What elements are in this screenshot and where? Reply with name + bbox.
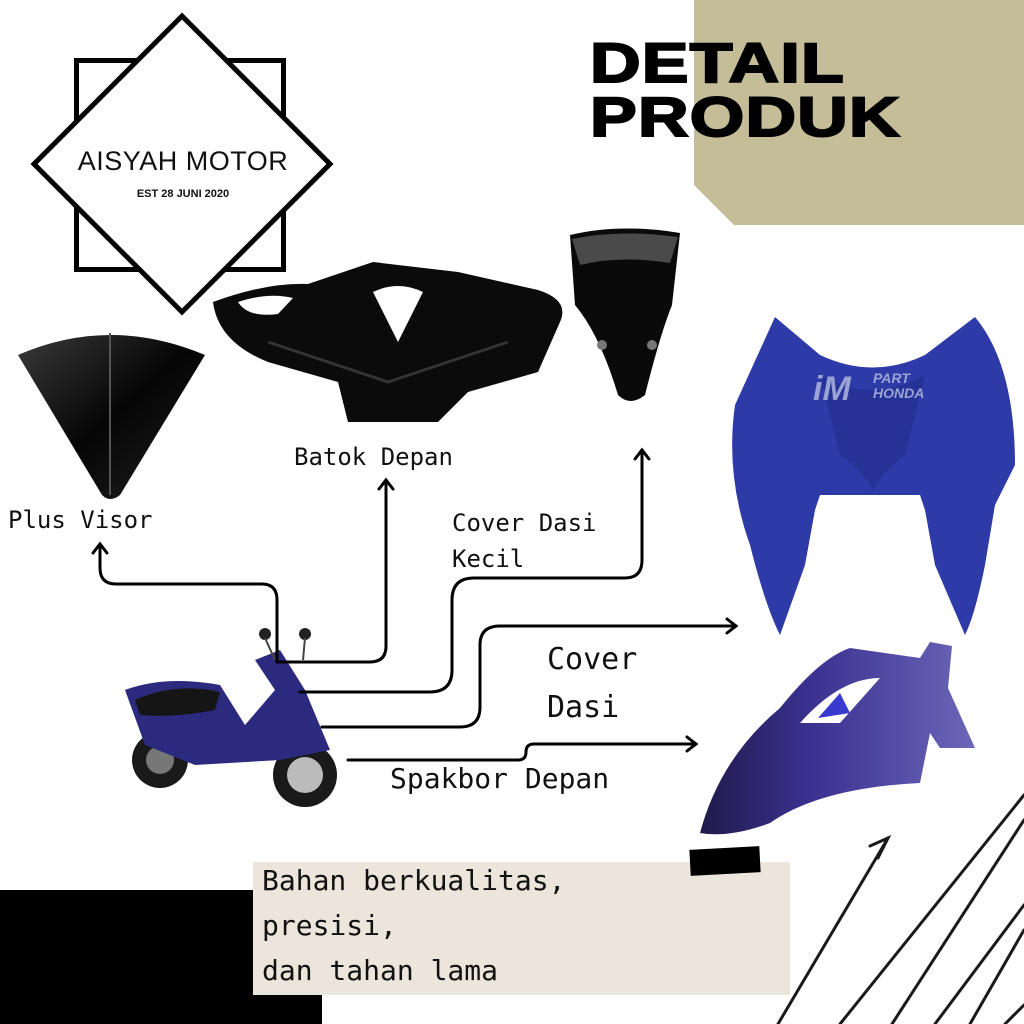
watermark-line1: PART — [873, 370, 911, 386]
logo-diamond — [30, 12, 334, 316]
batok-depan-image — [213, 262, 563, 422]
note-line-3: dan tahan lama — [262, 954, 499, 987]
watermark-brand: iM — [813, 370, 851, 408]
accent-block — [694, 0, 1024, 225]
cover-dasi-image: iM PART HONDA — [732, 317, 1015, 635]
note-line-1: Bahan berkualitas, — [262, 864, 566, 897]
label-cover-dasi-kecil: Cover Dasi Kecil — [452, 505, 597, 577]
title-line-2: PRODUK — [589, 85, 901, 148]
note-text: Bahan berkualitas, presisi, dan tahan la… — [262, 858, 565, 993]
plus-visor-image — [18, 333, 205, 499]
logo-name: AISYAH MOTOR — [77, 146, 289, 176]
label-cover-dasi-line1: Cover — [547, 642, 638, 677]
page-title: DETAIL PRODUK — [589, 31, 901, 148]
note-line-2: presisi, — [262, 909, 397, 942]
logo-established: EST 28 JUNI 2020 — [136, 188, 230, 200]
label-cover-dasi: Cover Dasi — [547, 636, 637, 732]
sketch-strokes-decor — [776, 793, 1024, 1024]
label-cover-dasi-line2: Dasi — [547, 690, 620, 725]
spakbor-depan-image — [700, 642, 975, 835]
watermark-line2: HONDA — [873, 385, 924, 401]
scooter-image — [125, 628, 337, 807]
tape-decor — [689, 846, 761, 876]
label-cover-dasi-kecil-line1: Cover Dasi — [452, 509, 597, 537]
label-cover-dasi-kecil-line2: Kecil — [452, 545, 525, 573]
label-batok-depan: Batok Depan — [294, 443, 453, 471]
cover-dasi-kecil-image — [570, 228, 680, 401]
label-plus-visor: Plus Visor — [8, 506, 153, 534]
title-line-1: DETAIL — [589, 31, 846, 94]
note-card — [253, 862, 790, 995]
label-spakbor-depan: Spakbor Depan — [390, 762, 610, 795]
